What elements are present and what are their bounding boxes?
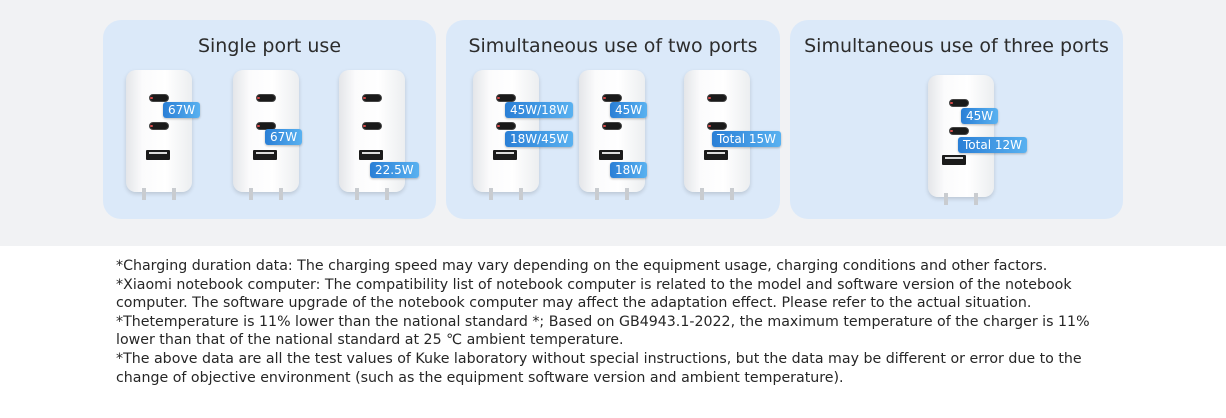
usb-c-port-1: [362, 94, 382, 102]
power-badge: 18W/45W: [505, 131, 574, 147]
power-badge: 45W: [961, 108, 999, 124]
power-badge: Total 12W: [958, 137, 1027, 153]
usb-c-port-2: [496, 122, 516, 130]
power-badge: 67W: [163, 102, 201, 118]
panel-title: Simultaneous use of three ports: [804, 35, 1109, 57]
usb-c-port-1: [707, 94, 727, 102]
usb-a-port: [599, 150, 623, 160]
usb-a-port: [704, 150, 728, 160]
footnote: *Charging duration data: The charging sp…: [116, 258, 1048, 274]
footnote: *The above data are all the test values …: [116, 350, 1082, 386]
usb-c-port-1: [496, 94, 516, 102]
footnotes: *Charging duration data: The charging sp…: [116, 257, 1126, 387]
footnote: *Thetemperature is 11% lower than the na…: [116, 313, 1090, 349]
usb-c-port-1: [256, 94, 276, 102]
panel-single-port: Single port use 67W 67W 22.5W: [103, 20, 436, 219]
usb-a-port: [253, 150, 277, 160]
panel-two-ports: Simultaneous use of two ports 45W/18W 18…: [446, 20, 781, 219]
power-badge: 18W: [610, 162, 648, 178]
usb-c-port-1: [949, 99, 969, 107]
usb-a-port: [359, 150, 383, 160]
charger-image: [928, 75, 994, 205]
footnote: *Xiaomi notebook computer: The compatibi…: [116, 276, 1072, 312]
usb-a-port: [493, 150, 517, 160]
usb-a-port: [146, 150, 170, 160]
usb-c-port-2: [949, 127, 969, 135]
usb-a-port: [942, 155, 966, 165]
usb-c-port-2: [707, 122, 727, 130]
power-badge: 22.5W: [370, 162, 419, 178]
power-badge: 67W: [265, 129, 303, 145]
usb-c-port-1: [602, 94, 622, 102]
usb-c-port-1: [149, 94, 169, 102]
charger-image: [126, 70, 192, 200]
panel-three-ports: Simultaneous use of three ports 45W Tota…: [790, 20, 1123, 219]
usb-c-port-2: [362, 122, 382, 130]
panel-title: Single port use: [197, 35, 342, 57]
power-badge: 45W/18W: [505, 102, 574, 118]
power-badge: Total 15W: [712, 131, 781, 147]
usb-c-port-2: [149, 122, 169, 130]
usb-c-port-2: [602, 122, 622, 130]
power-badge: 45W: [610, 102, 648, 118]
panel-title: Simultaneous use of two ports: [468, 35, 758, 57]
